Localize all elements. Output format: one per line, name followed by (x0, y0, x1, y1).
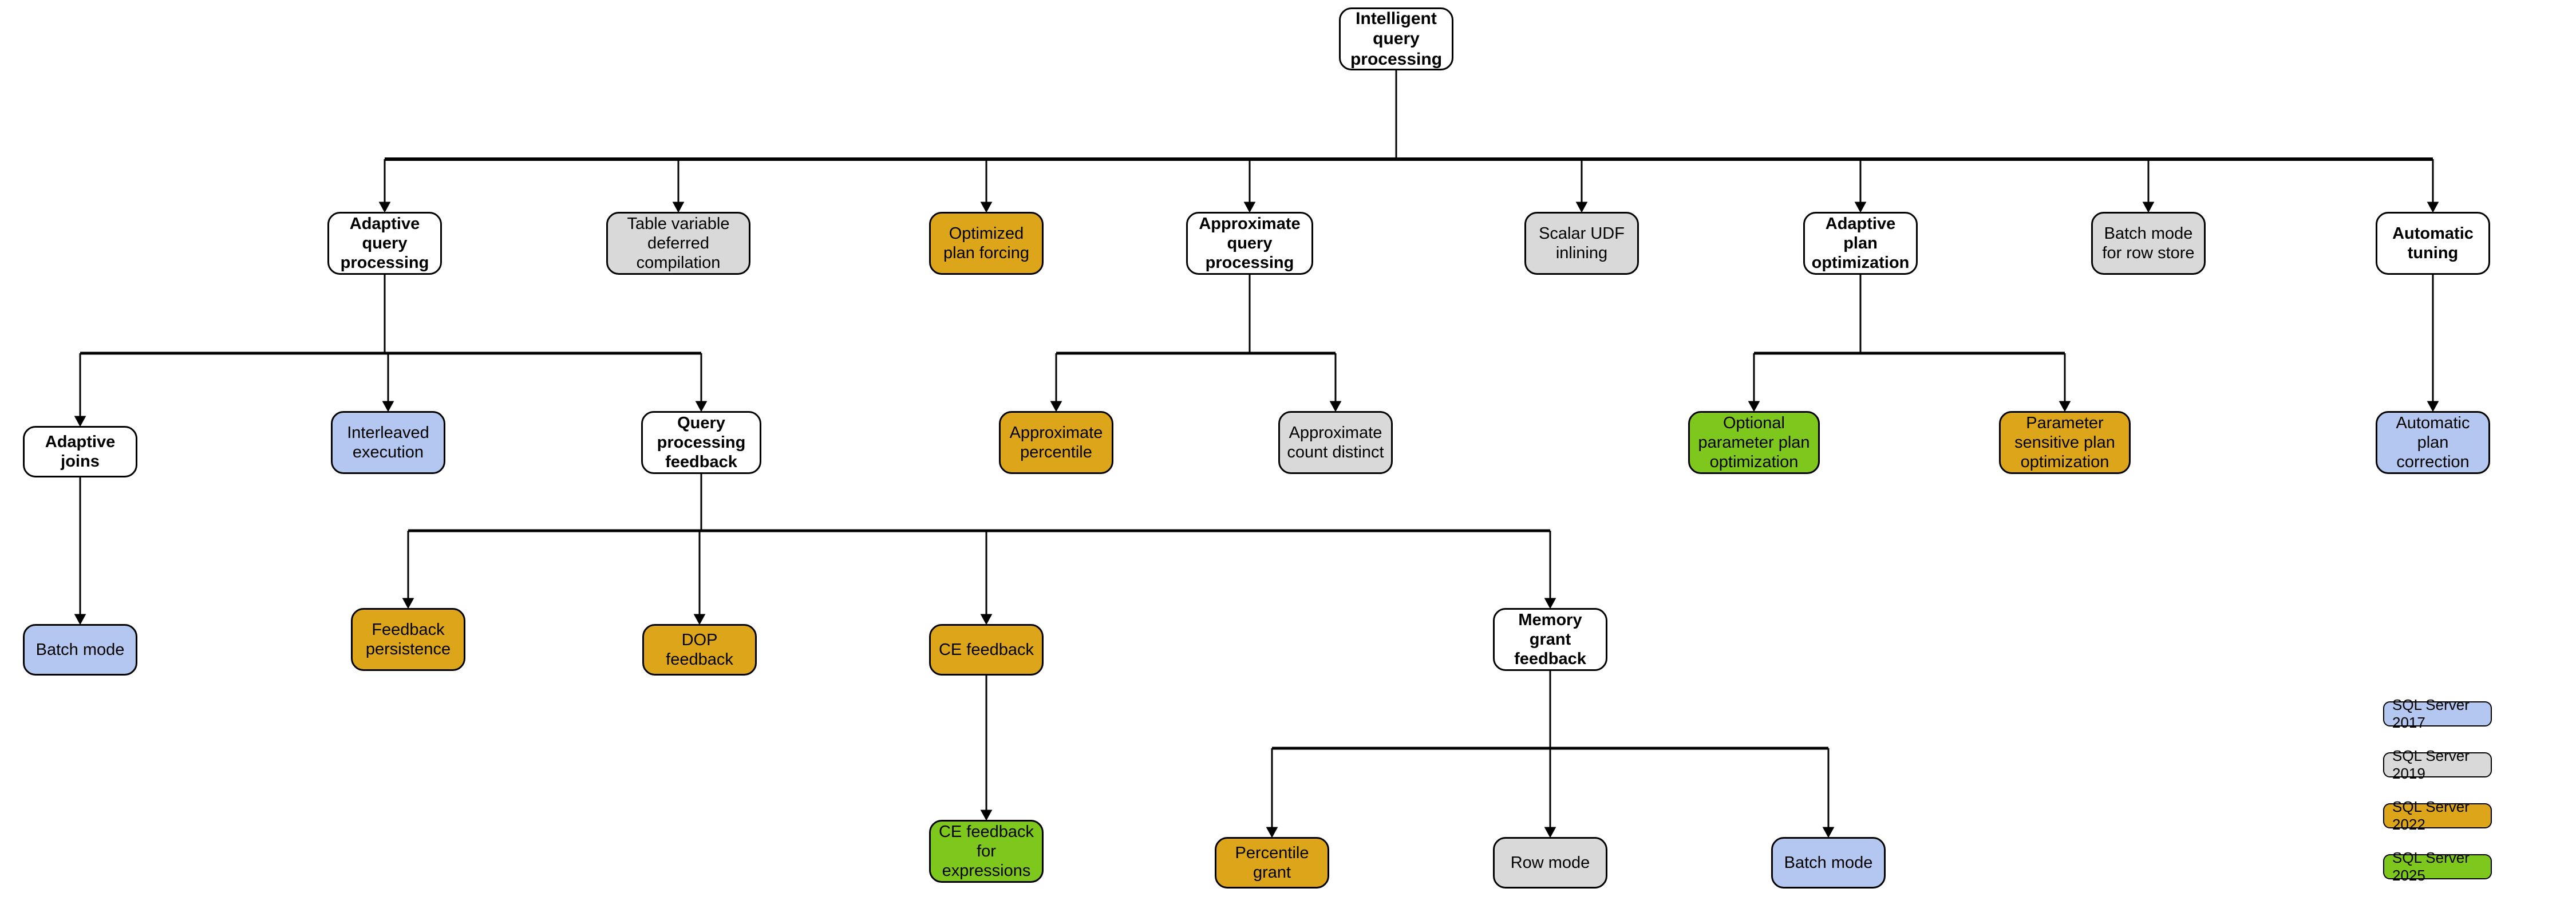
node-label: Row mode (1510, 853, 1590, 872)
node-root[interactable]: Intelligent query processing (1339, 7, 1453, 70)
node-label: Adaptive query processing (340, 214, 429, 273)
node-qpf[interactable]: Query processing feedback (641, 411, 761, 474)
node-fbpersist[interactable]: Feedback persistence (351, 608, 465, 671)
legend-label: SQL Server 2019 (2392, 747, 2470, 782)
node-label: Batch mode (35, 640, 125, 659)
node-label: Approximate percentile (1009, 423, 1103, 461)
node-tvdc[interactable]: Table variable deferred compilation (606, 212, 750, 275)
node-label: Adaptive plan optimization (1811, 214, 1910, 273)
legend-item-3[interactable]: SQL Server 2025 (2383, 849, 2492, 884)
node-cefb[interactable]: CE feedback (929, 624, 1044, 676)
node-opf[interactable]: Optimized plan forcing (929, 212, 1044, 275)
node-dopfb[interactable]: DOP feedback (642, 624, 757, 676)
node-oppo[interactable]: Optional parameter plan optimization (1688, 411, 1820, 474)
node-aqp[interactable]: Adaptive query processing (327, 212, 442, 275)
node-adjoins[interactable]: Adaptive joins (23, 426, 137, 477)
node-label: Feedback persistence (365, 620, 451, 658)
node-batchmode1[interactable]: Batch mode (23, 624, 137, 676)
node-label: Optimized plan forcing (943, 224, 1029, 262)
legend-item-1[interactable]: SQL Server 2019 (2383, 747, 2492, 782)
node-label: Batch mode for row store (2102, 224, 2195, 262)
legend-item-0[interactable]: SQL Server 2017 (2383, 696, 2492, 731)
node-label: Scalar UDF inlining (1539, 224, 1625, 262)
node-autotune[interactable]: Automatic tuning (2376, 212, 2490, 275)
node-label: CE feedback (938, 640, 1034, 659)
node-udf[interactable]: Scalar UDF inlining (1524, 212, 1639, 275)
node-pctgrant[interactable]: Percentile grant (1215, 837, 1329, 889)
node-approxcd[interactable]: Approximate count distinct (1278, 411, 1393, 474)
node-label: Automatic plan correction (2396, 413, 2470, 472)
node-label: Automatic tuning (2392, 224, 2474, 262)
node-label: Batch mode (1784, 853, 1873, 872)
node-label: Percentile grant (1235, 843, 1309, 882)
node-label: Table variable deferred compilation (627, 214, 730, 273)
legend-label: SQL Server 2017 (2392, 696, 2470, 731)
node-label: CE feedback for expressions (938, 822, 1034, 881)
node-interleaved[interactable]: Interleaved execution (331, 411, 445, 474)
node-bmrs[interactable]: Batch mode for row store (2091, 212, 2206, 275)
node-pspo[interactable]: Parameter sensitive plan optimization (1999, 411, 2131, 474)
node-approxqp[interactable]: Approximate query processing (1186, 212, 1313, 275)
node-label: Interleaved execution (347, 423, 429, 461)
legend-item-2[interactable]: SQL Server 2022 (2383, 798, 2492, 833)
node-label: Approximate count distinct (1287, 423, 1384, 461)
node-mgfb[interactable]: Memory grant feedback (1493, 608, 1607, 671)
node-label: Approximate query processing (1199, 214, 1301, 273)
node-apo[interactable]: Adaptive plan optimization (1803, 212, 1918, 275)
node-approxpct[interactable]: Approximate percentile (999, 411, 1113, 474)
legend-label: SQL Server 2025 (2392, 849, 2470, 884)
node-batchmode2[interactable]: Batch mode (1771, 837, 1886, 889)
node-rowmode[interactable]: Row mode (1493, 837, 1607, 889)
node-label: Parameter sensitive plan optimization (2014, 413, 2115, 472)
node-apc[interactable]: Automatic plan correction (2376, 411, 2490, 474)
node-label: DOP feedback (666, 630, 733, 669)
node-label: Query processing feedback (657, 413, 746, 472)
node-label: Intelligent query processing (1350, 9, 1443, 69)
legend-label: SQL Server 2022 (2392, 798, 2470, 833)
node-label: Memory grant feedback (1514, 610, 1586, 669)
node-cefbexpr[interactable]: CE feedback for expressions (929, 820, 1044, 883)
node-label: Adaptive joins (45, 432, 116, 471)
node-label: Optional parameter plan optimization (1698, 413, 1810, 472)
